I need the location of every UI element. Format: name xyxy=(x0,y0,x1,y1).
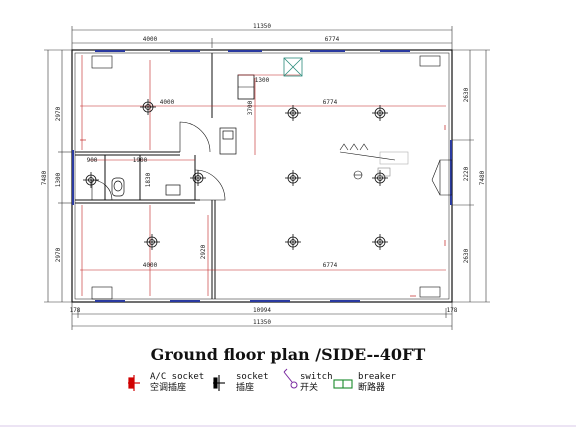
legend-breaker-label: breaker xyxy=(358,372,397,382)
dim-lower-right: 6774 xyxy=(323,262,338,269)
dim-1300: 1300 xyxy=(255,77,270,84)
legend-ac-socket-label: A/C socket xyxy=(150,372,204,382)
dim-right-2220: 2220 xyxy=(463,166,470,181)
ac-unit-boxes xyxy=(91,55,441,300)
ceiling-light-icon xyxy=(190,170,206,186)
legend-socket-cn: 插座 xyxy=(236,381,254,393)
exhaust-fan xyxy=(283,57,303,77)
interior-walls xyxy=(75,53,255,299)
legend-switch-label: switch xyxy=(300,372,333,382)
legend-ac-socket-cn: 空调插座 xyxy=(150,381,186,393)
breaker-icon xyxy=(333,379,353,389)
bathroom-fixtures xyxy=(111,127,237,197)
ceiling-light-icon xyxy=(285,170,301,186)
red-leader-lines xyxy=(80,55,446,296)
ceiling-light-icon xyxy=(372,234,388,250)
socket-icon xyxy=(213,375,225,391)
dim-left-1300: 1300 xyxy=(55,172,62,187)
window-marks xyxy=(72,50,452,302)
dim-top-total: 11350 xyxy=(253,23,271,30)
dim-top-left: 4000 xyxy=(143,36,158,43)
right-dimensions xyxy=(452,49,490,303)
dim-lower-left: 4000 xyxy=(143,262,158,269)
legend-switch-cn: 开关 xyxy=(300,381,318,393)
dim-bottom-178-left: 178 xyxy=(70,307,81,314)
ceiling-lights xyxy=(83,99,388,250)
ceiling-light-icon xyxy=(372,105,388,121)
ceiling-light-icon xyxy=(140,99,156,115)
ceiling-light-icon xyxy=(144,234,160,250)
plan-title: Ground floor plan /SIDE--40FT xyxy=(150,345,426,364)
dim-1900: 1900 xyxy=(133,157,148,164)
dim-inner-right: 6774 xyxy=(323,99,338,106)
dim-3700: 3700 xyxy=(247,100,254,115)
dim-bottom-178-right: 178 xyxy=(447,307,458,314)
switch-icon xyxy=(283,368,298,389)
distribution-board xyxy=(339,143,409,180)
dim-900: 900 xyxy=(87,157,98,164)
dim-bottom-10994: 10994 xyxy=(253,307,271,314)
dim-top-right: 6774 xyxy=(325,36,340,43)
legend-breaker-cn: 断路器 xyxy=(358,381,385,393)
socket-marks xyxy=(80,125,446,297)
dim-left-2970-bottom: 2970 xyxy=(55,247,62,262)
dim-1830: 1830 xyxy=(145,172,152,187)
ceiling-light-icon xyxy=(285,234,301,250)
legend-socket-label: socket xyxy=(236,372,269,382)
ac-socket-icon xyxy=(128,375,140,391)
ceiling-light-icon xyxy=(285,105,301,121)
ceiling-light-icon xyxy=(83,172,99,188)
dim-left-total: 7480 xyxy=(41,170,48,185)
outer-walls xyxy=(71,49,453,303)
top-dimensions xyxy=(71,26,453,50)
legend: A/C socket 空调插座 socket 插座 switch 开关 brea… xyxy=(128,368,397,393)
dim-right-2630-bottom: 2630 xyxy=(463,248,470,263)
ceiling-light-icon xyxy=(372,170,388,186)
dim-bottom-total: 11350 xyxy=(253,319,271,326)
dim-2920: 2920 xyxy=(200,244,207,259)
left-dimensions xyxy=(44,49,72,303)
dim-left-2970-top: 2970 xyxy=(55,106,62,121)
bottom-dimensions xyxy=(71,302,453,330)
dim-right-2630-top: 2630 xyxy=(463,87,470,102)
dim-right-total: 7480 xyxy=(479,170,486,185)
dim-inner-left: 4000 xyxy=(160,99,175,106)
